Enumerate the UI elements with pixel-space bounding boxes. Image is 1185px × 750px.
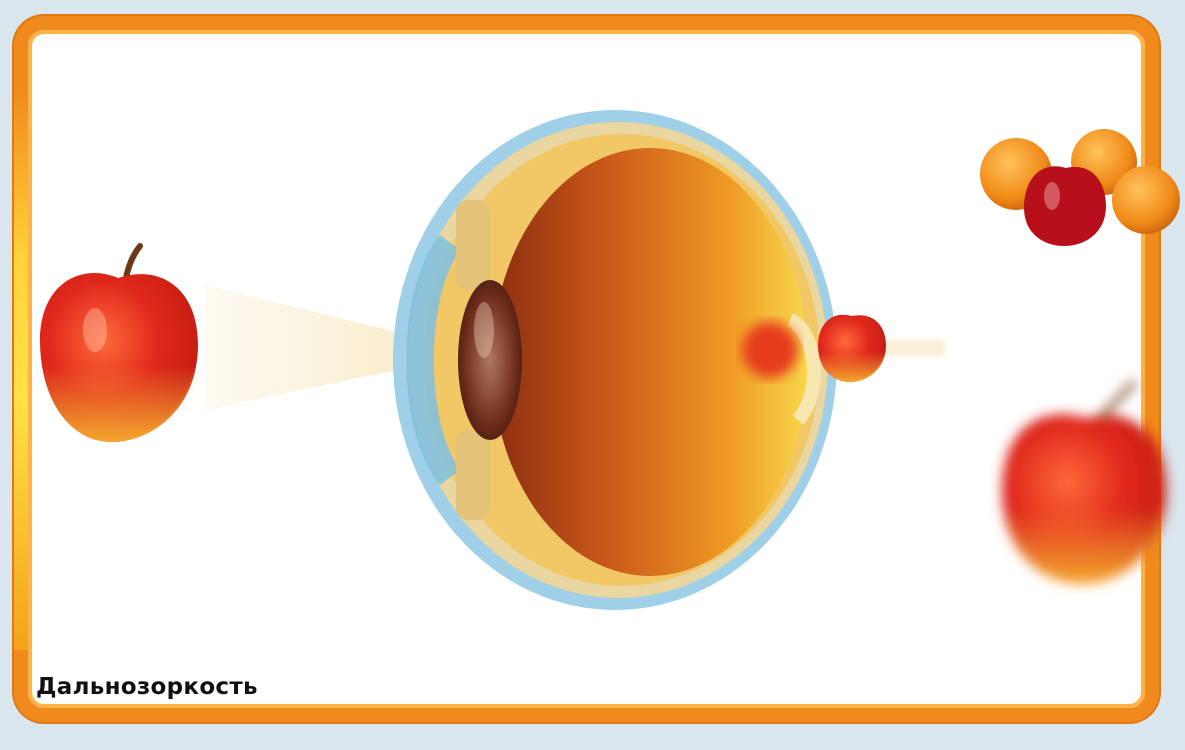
caption-label: Дальнозоркость xyxy=(36,674,258,700)
retina-image-blurred xyxy=(742,322,798,378)
oranges-icon xyxy=(980,129,1180,246)
blurred-apple-icon xyxy=(1002,382,1166,584)
apple-icon xyxy=(40,246,198,442)
focus-point-apple xyxy=(818,315,886,382)
